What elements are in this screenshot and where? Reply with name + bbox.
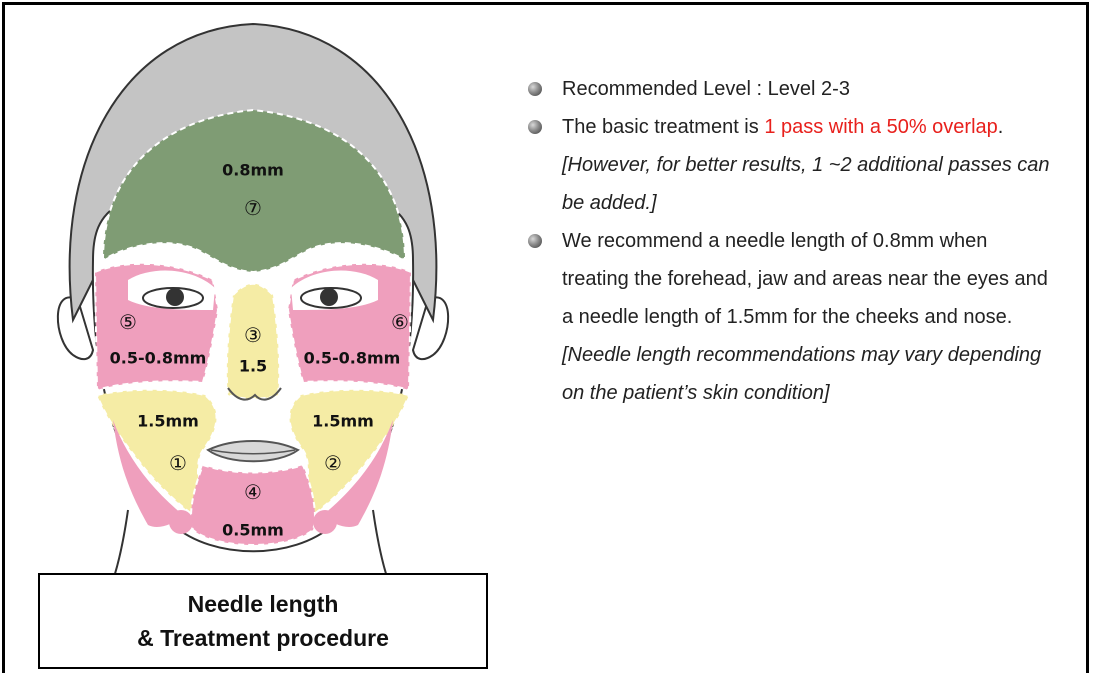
bullet-text: The basic treatment is — [562, 116, 764, 138]
zone-2-label: 1.5mm — [312, 412, 374, 431]
caption-line-2: & Treatment procedure — [137, 621, 389, 655]
face-diagram: ⑦ 0.8mm ⑤ 0.5-0.8mm ⑥ 0.5-0.8mm ③ 1.5 1.… — [33, 10, 463, 665]
zone-3-label: 1.5 — [239, 357, 267, 376]
bullet-icon — [528, 120, 542, 134]
zone-6-number: ⑥ — [391, 310, 409, 334]
zone-4-label: 0.5mm — [222, 521, 284, 540]
zone-5-number: ⑤ — [119, 310, 137, 334]
zone-7-label: 0.8mm — [222, 161, 284, 180]
zone-1-label: 1.5mm — [137, 412, 199, 431]
bullet-icon — [528, 82, 542, 96]
note-text: [However, for better results, 1 ~2 addit… — [562, 154, 1050, 214]
bullet-basic-treatment: The basic treatment is 1 pass with a 50%… — [528, 108, 1058, 222]
zone-4-number: ④ — [244, 480, 262, 504]
highlight-text: 1 pass with a 50% overlap — [764, 116, 997, 138]
zone-3-number: ③ — [244, 323, 262, 347]
instruction-list: Recommended Level : Level 2-3 The basic … — [528, 70, 1058, 412]
zone-7-number: ⑦ — [244, 196, 262, 220]
bullet-recommended-level: Recommended Level : Level 2-3 — [528, 70, 1058, 108]
bullet-text-mid: . — [998, 116, 1004, 138]
bullet-text: Recommended Level : Level 2-3 — [562, 78, 850, 100]
zone-2-number: ② — [324, 451, 342, 475]
caption-box: Needle length & Treatment procedure — [38, 573, 488, 669]
caption-line-1: Needle length — [188, 587, 339, 621]
bullet-icon — [528, 234, 542, 248]
bullet-text: We recommend a needle length of 0.8mm wh… — [562, 230, 1048, 328]
zone-1-number: ① — [169, 451, 187, 475]
bullet-needle-length: We recommend a needle length of 0.8mm wh… — [528, 222, 1058, 412]
zone-6-label: 0.5-0.8mm — [304, 349, 401, 368]
zone-5-label: 0.5-0.8mm — [110, 349, 207, 368]
note-text: [Needle length recommendations may vary … — [562, 344, 1041, 404]
